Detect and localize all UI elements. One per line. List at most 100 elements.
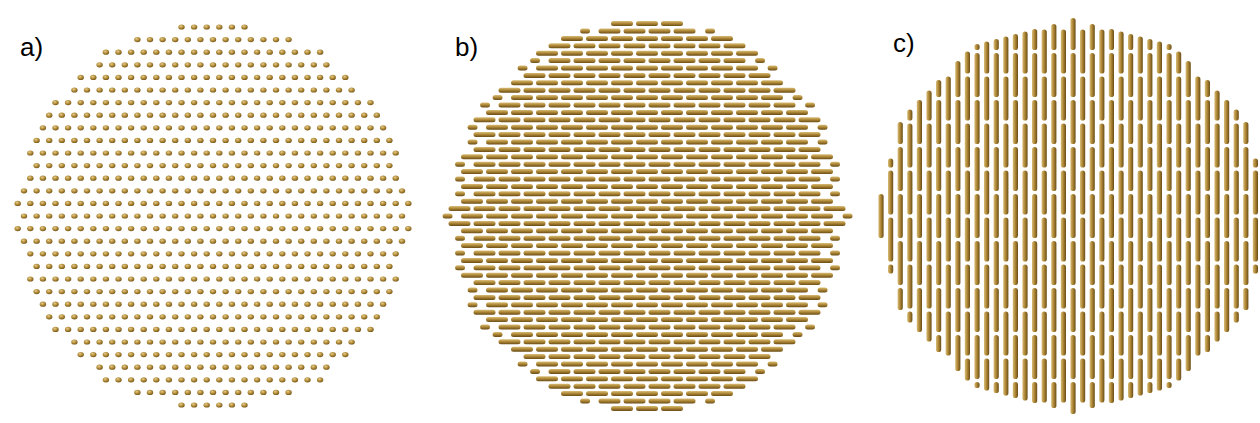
horizontal-rod xyxy=(499,147,521,152)
horizontal-rod xyxy=(661,243,683,248)
horizontal-rod xyxy=(511,273,533,278)
rod-end-dot xyxy=(166,251,172,256)
vertical-rod xyxy=(1051,147,1056,191)
rod-end-dot xyxy=(191,75,197,80)
rod-end-dot xyxy=(267,201,273,206)
rod-end-dot xyxy=(90,327,96,332)
horizontal-rod xyxy=(524,221,546,226)
horizontal-rod xyxy=(574,191,596,196)
rod-end-dot xyxy=(147,289,153,294)
rod-end-dot xyxy=(185,213,191,218)
horizontal-rod xyxy=(530,369,540,374)
rod-end-dot xyxy=(128,125,134,130)
vertical-rod xyxy=(946,124,951,168)
rod-end-dot xyxy=(292,100,298,105)
horizontal-rod xyxy=(736,80,758,85)
rod-end-dot xyxy=(260,365,266,370)
rod-end-dot xyxy=(84,314,90,319)
horizontal-rod xyxy=(636,36,658,41)
vertical-rod xyxy=(1051,53,1056,97)
vertical-rod xyxy=(1195,124,1200,168)
horizontal-rod xyxy=(586,199,608,204)
horizontal-rod xyxy=(774,280,796,285)
horizontal-rod xyxy=(586,184,608,189)
rod-end-dot xyxy=(279,150,285,155)
rod-end-dot xyxy=(267,377,273,382)
rod-end-dot xyxy=(229,352,235,357)
rod-end-dot xyxy=(59,213,65,218)
horizontal-rod xyxy=(486,154,508,159)
vertical-rod xyxy=(965,218,970,262)
horizontal-rod xyxy=(624,251,646,256)
vertical-rod xyxy=(1032,288,1037,332)
horizontal-rod xyxy=(824,206,846,211)
horizontal-rod xyxy=(774,221,796,226)
horizontal-rod xyxy=(761,347,783,352)
horizontal-rod xyxy=(455,236,465,241)
vertical-rod xyxy=(1195,171,1200,215)
horizontal-rod xyxy=(799,177,821,182)
rod-end-dot xyxy=(204,276,210,281)
horizontal-rod xyxy=(536,95,558,100)
vertical-rod xyxy=(1109,194,1114,238)
horizontal-rod xyxy=(636,169,658,174)
rod-end-dot xyxy=(330,226,336,231)
rod-end-dot xyxy=(241,226,247,231)
horizontal-rod xyxy=(636,273,658,278)
rod-end-dot xyxy=(355,327,361,332)
rod-end-dot xyxy=(336,188,342,193)
horizontal-rod xyxy=(549,191,571,196)
horizontal-rod xyxy=(611,347,633,352)
rod-end-dot xyxy=(336,113,342,118)
horizontal-rod xyxy=(511,243,533,248)
horizontal-rod xyxy=(636,332,658,337)
horizontal-rod xyxy=(599,384,621,389)
horizontal-rod xyxy=(724,384,746,389)
horizontal-rod xyxy=(474,236,496,241)
horizontal-rod xyxy=(599,221,621,226)
horizontal-rod xyxy=(811,214,833,219)
rod-end-dot xyxy=(204,24,210,29)
vertical-rod xyxy=(1090,288,1095,332)
rod-end-dot xyxy=(159,163,165,168)
horizontal-rod xyxy=(611,406,633,411)
horizontal-rod xyxy=(724,236,746,241)
vertical-rod xyxy=(1234,312,1239,323)
horizontal-rod xyxy=(524,117,546,122)
rod-end-dot xyxy=(229,377,235,382)
rod-end-dot xyxy=(103,125,109,130)
vertical-rod xyxy=(974,288,979,332)
vertical-rod xyxy=(1128,382,1133,398)
rod-end-dot xyxy=(342,201,348,206)
vertical-rod xyxy=(1061,30,1066,74)
horizontal-rod xyxy=(518,362,528,367)
rod-end-dot xyxy=(222,37,228,42)
horizontal-rod xyxy=(699,280,721,285)
vertical-rod xyxy=(926,171,931,215)
rod-end-dot xyxy=(159,188,165,193)
rod-end-dot xyxy=(90,150,96,155)
horizontal-rod xyxy=(686,110,708,115)
horizontal-rod xyxy=(561,391,583,396)
horizontal-rod xyxy=(818,288,828,293)
rod-end-dot xyxy=(197,62,203,67)
vertical-rod xyxy=(1090,335,1095,379)
rod-end-dot xyxy=(166,302,172,307)
horizontal-rod xyxy=(674,43,696,48)
rod-end-dot xyxy=(191,302,197,307)
rod-end-dot xyxy=(248,213,254,218)
rod-end-dot xyxy=(59,314,65,319)
vertical-rod xyxy=(994,382,999,393)
horizontal-rod xyxy=(724,191,746,196)
rod-end-dot xyxy=(59,264,65,269)
rod-end-dot xyxy=(90,125,96,130)
horizontal-rod xyxy=(524,310,546,315)
horizontal-rod xyxy=(536,169,558,174)
horizontal-rod xyxy=(561,80,583,85)
rod-end-dot xyxy=(229,402,235,407)
vertical-rod xyxy=(936,288,941,332)
horizontal-rod xyxy=(661,362,683,367)
horizontal-rod xyxy=(499,221,521,226)
horizontal-rod xyxy=(561,184,583,189)
horizontal-rod xyxy=(586,391,608,396)
